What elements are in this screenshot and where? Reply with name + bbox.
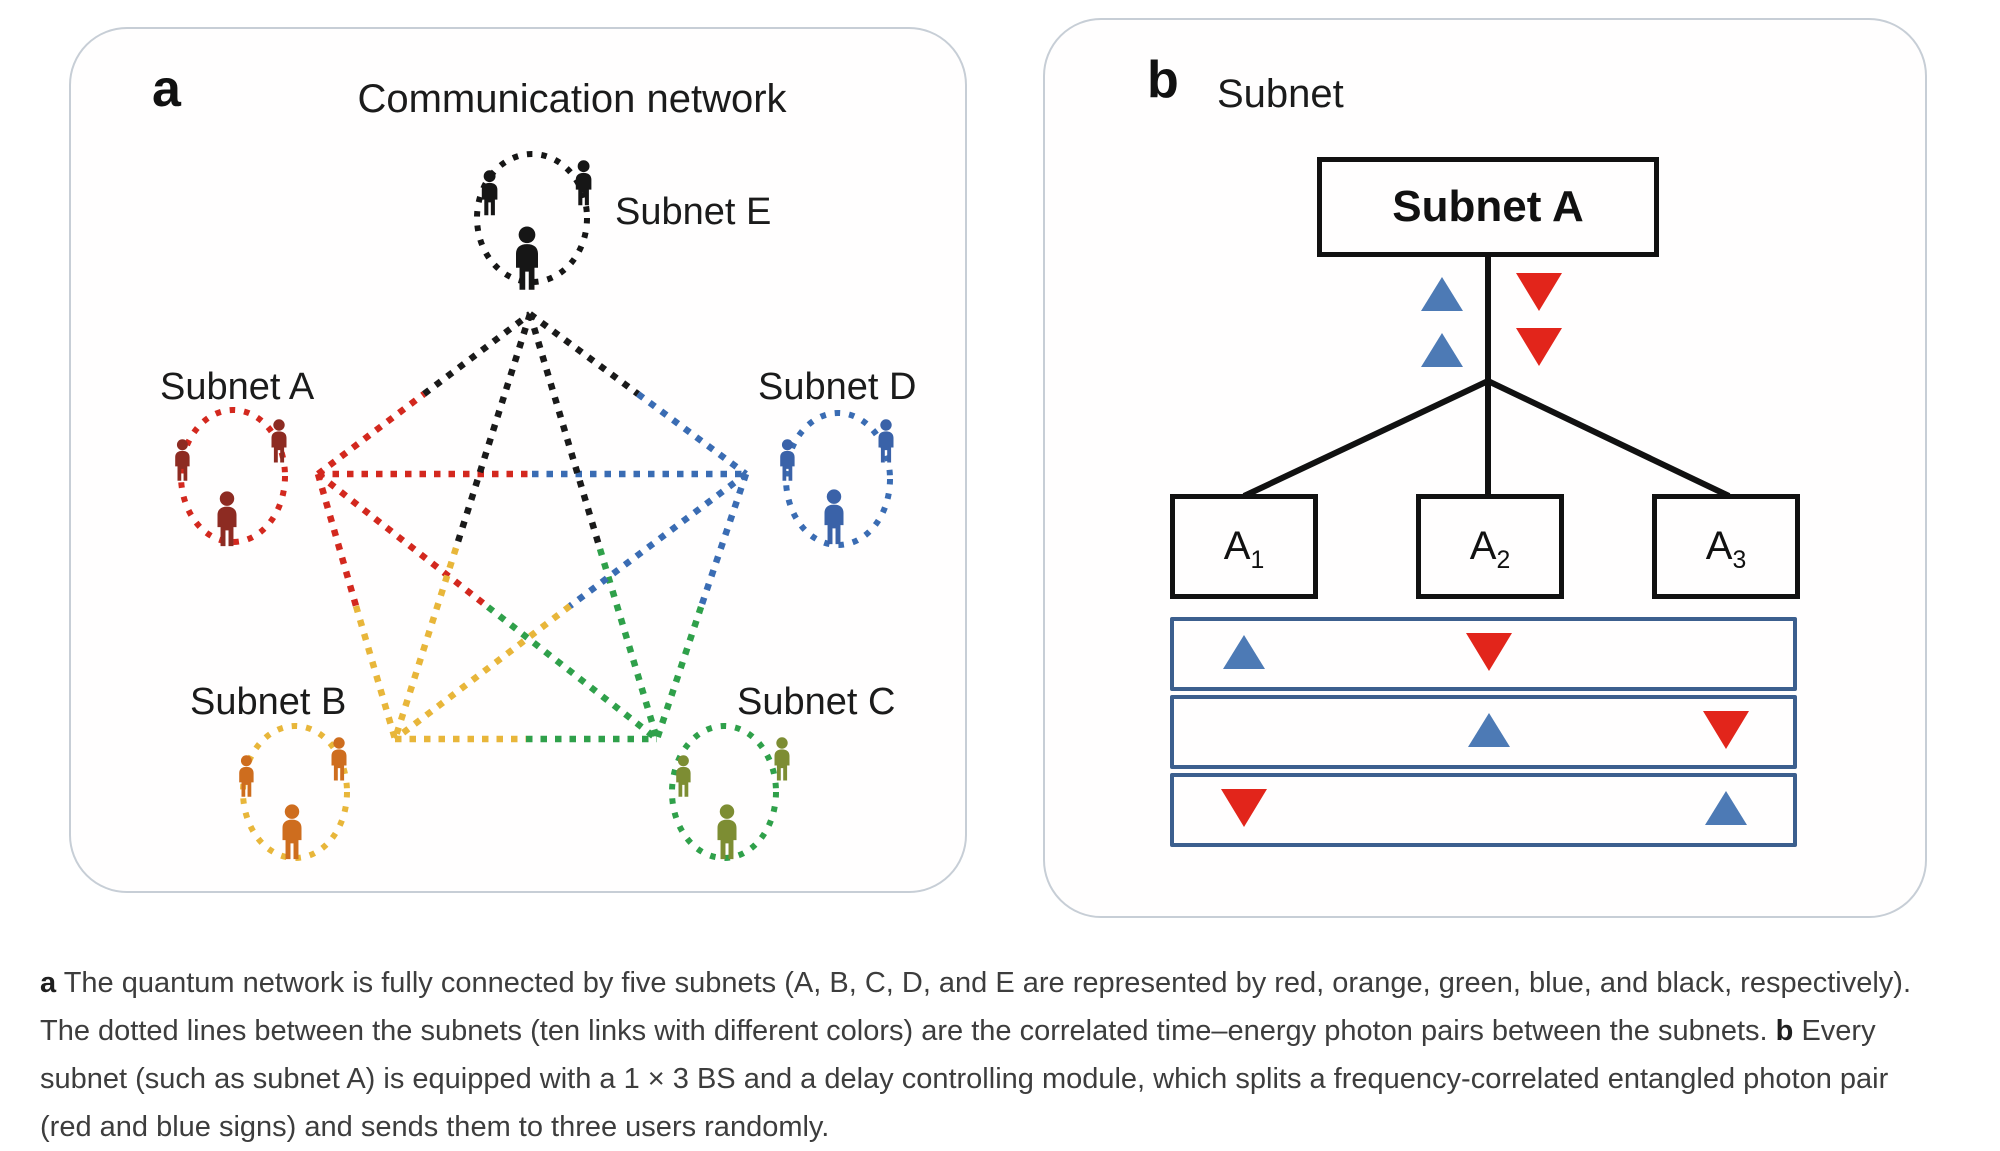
photon-down-triangle: [1516, 328, 1562, 366]
link-E-C-black-half: [526, 313, 604, 550]
person-icon: [575, 160, 592, 206]
output-a3-label: A: [1705, 524, 1733, 568]
link-E-C-green-half: [596, 548, 661, 740]
person-icon: [175, 439, 190, 481]
subnet-a-root-label: Subnet A: [1392, 182, 1584, 231]
panel-b-subnet-detail: b Subnet Subnet A A1 A2 A3: [1043, 18, 1927, 918]
subnet-c-group: Subnet C: [669, 681, 895, 861]
output-a2-label: A: [1469, 524, 1497, 568]
person-icon: [676, 755, 691, 797]
output-a2-subscript: 2: [1496, 547, 1511, 574]
link-E-B-orange-half: [391, 547, 460, 740]
subnet-d-circle: [783, 410, 893, 548]
person-icon: [282, 804, 302, 860]
link-A-B-red-half: [314, 473, 360, 607]
panel-b-title: Subnet: [1217, 72, 1344, 116]
person-icon: [239, 755, 254, 797]
link-D-C-green-half: [653, 605, 705, 741]
link-A-E-red-half: [316, 391, 426, 477]
subnet-d-label: Subnet D: [758, 366, 916, 408]
person-icon: [481, 170, 498, 216]
link-A-B-orange-half: [352, 605, 399, 740]
photon-up-triangle: [1223, 635, 1265, 669]
caption-a-label: a: [40, 967, 57, 999]
link-A-C-red-half: [315, 471, 491, 610]
photon-pair-layer: [1045, 20, 1925, 916]
beam-splitter-tree-lines: [1242, 247, 1731, 499]
person-icon: [717, 804, 737, 860]
output-box-a3: A3: [1652, 494, 1800, 599]
subnet-e-group: Subnet E: [474, 151, 771, 290]
subnet-c-label: Subnet C: [737, 681, 895, 723]
panel-a-communication-network: a Communication network: [69, 27, 967, 893]
person-icon: [878, 419, 894, 463]
person-icon: [774, 737, 790, 781]
link-E-B-black-half: [452, 313, 534, 549]
panel-a-title: Communication network: [357, 77, 787, 121]
assignment-row-3: [1170, 773, 1797, 847]
panel-a-letter: a: [152, 60, 182, 118]
subnet-b-group: Subnet B: [190, 681, 350, 861]
link-E-D-black-half: [528, 311, 640, 397]
link-A-C-green-half: [485, 604, 660, 742]
link-D-B-orange-half: [393, 603, 572, 742]
photon-down-triangle: [1516, 273, 1562, 311]
subnet-b-circle: [240, 723, 350, 861]
subnet-c-circle: [669, 723, 779, 861]
photon-down-triangle: [1703, 711, 1749, 749]
photon-up-triangle: [1421, 333, 1463, 367]
subnet-e-label: Subnet E: [615, 191, 771, 233]
tree-branch-left: [1242, 378, 1490, 499]
person-icon: [824, 489, 844, 545]
tree-branch-right: [1486, 378, 1731, 499]
network-links: [314, 311, 750, 743]
link-E-D-blue-half: [636, 391, 748, 477]
photon-down-triangle: [1466, 633, 1512, 671]
output-a3-subscript: 3: [1732, 547, 1747, 574]
subnet-a-group: Subnet A: [160, 366, 315, 547]
subnet-a-root-box: Subnet A: [1317, 157, 1659, 257]
subnet-e-circle: [474, 151, 590, 285]
assignment-triangle-layer: [1045, 20, 1925, 916]
caption-b-label: b: [1775, 1015, 1794, 1047]
panel-b-letter: b: [1147, 51, 1179, 109]
link-D-C-blue-half: [697, 472, 750, 609]
output-box-a1: A1: [1170, 494, 1318, 599]
subnet-a-circle: [178, 407, 288, 545]
output-box-a2: A2: [1416, 494, 1564, 599]
output-a1-subscript: 1: [1250, 547, 1265, 574]
photon-up-triangle: [1421, 277, 1463, 311]
link-A-E-black-half: [422, 311, 532, 397]
subnet-b-label: Subnet B: [190, 681, 346, 723]
figure-caption: a The quantum network is fully connected…: [40, 959, 1930, 1151]
subnet-d-group: Subnet D: [758, 366, 916, 548]
output-a1-label: A: [1223, 524, 1251, 568]
caption-a-text: The quantum network is fully connected b…: [40, 967, 1912, 1047]
photon-up-triangle: [1468, 713, 1510, 747]
communication-network-diagram: a Communication network: [152, 60, 916, 861]
subnet-a-label: Subnet A: [160, 366, 315, 408]
photon-up-triangle: [1705, 791, 1747, 825]
photon-down-triangle: [1221, 789, 1267, 827]
